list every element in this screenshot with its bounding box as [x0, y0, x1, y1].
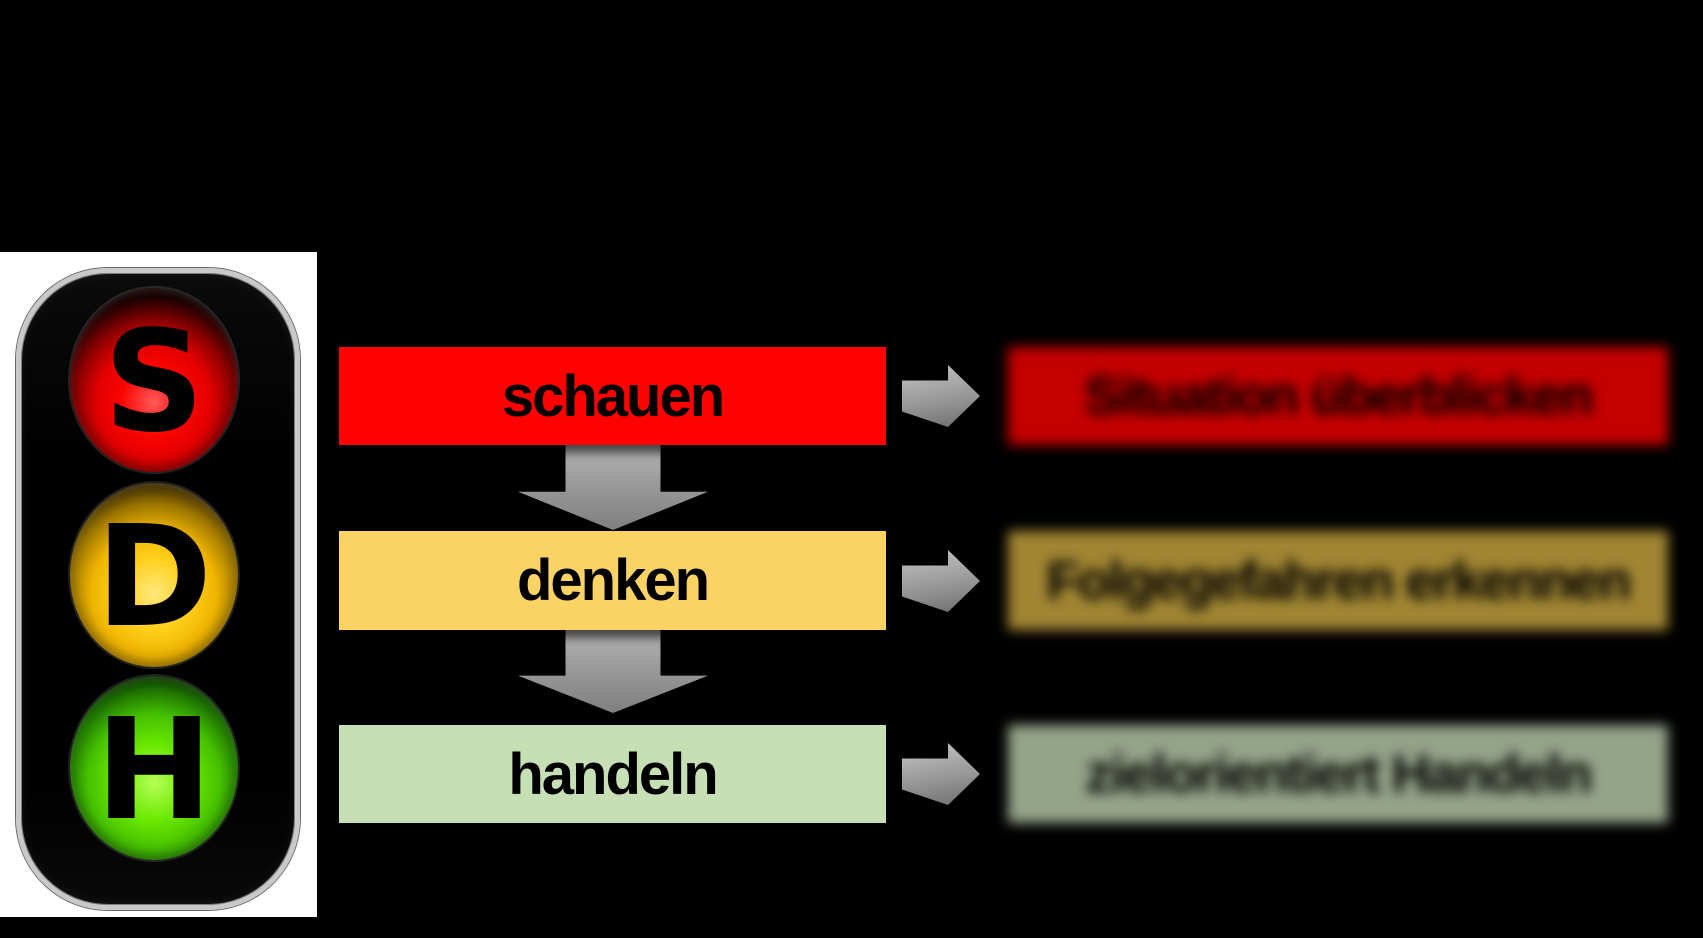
green-light-icon: H: [70, 676, 238, 860]
red-light-letter: S: [103, 301, 205, 464]
down-arrow-icon: [518, 445, 708, 530]
result-box-situation: Situation überblicken: [1008, 347, 1668, 445]
yellow-light-letter: D: [95, 496, 213, 659]
step-label: denken: [516, 548, 710, 613]
step-bar-denken: denken: [339, 531, 886, 630]
right-arrow-icon: [902, 365, 980, 427]
result-label: Situation überblicken: [1084, 366, 1593, 426]
down-arrow-icon: [518, 630, 708, 713]
result-label: Folgegefahren erkennen: [1046, 550, 1631, 611]
result-box-folgegefahren: Folgegefahren erkennen: [1008, 531, 1668, 630]
step-bar-schauen: schauen: [339, 347, 886, 445]
step-label: handeln: [508, 741, 718, 807]
result-box-zielorientiert: zielorientiert Handeln: [1008, 725, 1668, 823]
right-arrow-icon: [902, 743, 980, 805]
yellow-light-icon: D: [70, 483, 238, 667]
step-label: schauen: [501, 363, 725, 429]
step-bar-handeln: handeln: [339, 725, 886, 823]
result-label: zielorientiert Handeln: [1085, 744, 1592, 804]
right-arrow-icon: [902, 550, 980, 612]
red-light-icon: S: [70, 288, 238, 472]
green-light-letter: H: [95, 689, 213, 852]
